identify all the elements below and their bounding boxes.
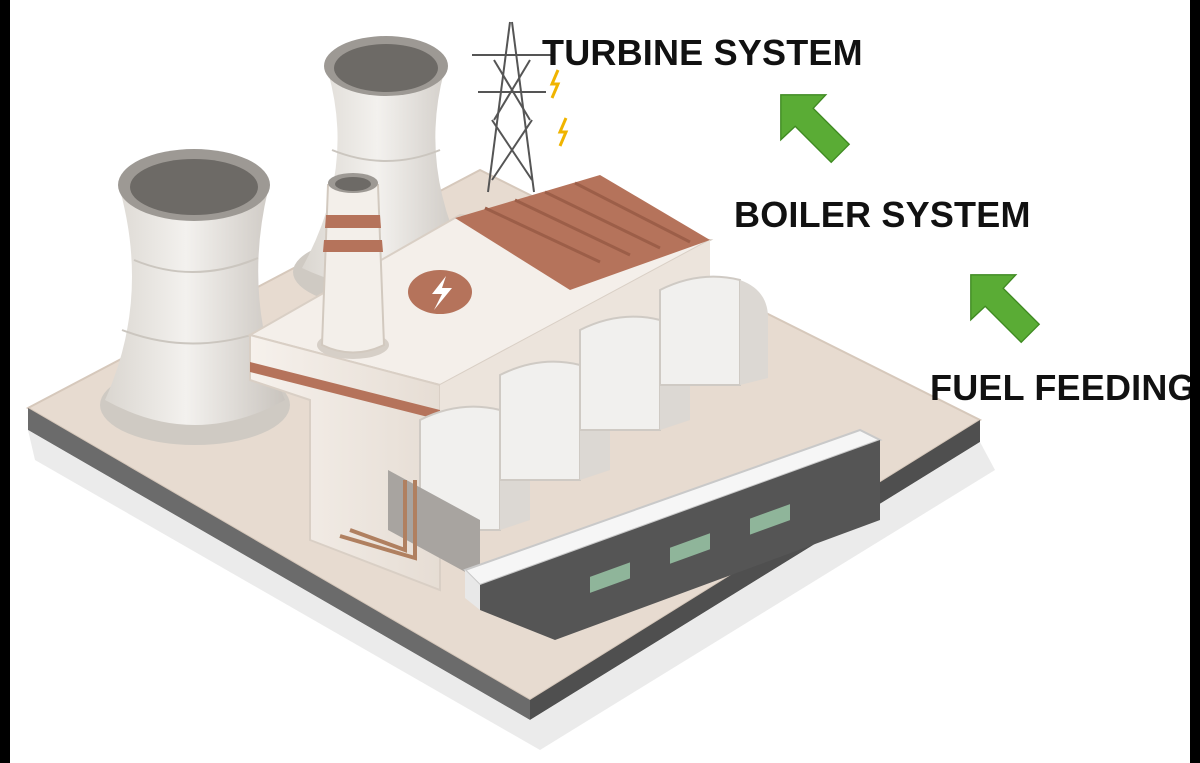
arrow-up-left-icon bbox=[970, 274, 1041, 344]
chimney bbox=[317, 173, 389, 359]
boiler-units bbox=[388, 275, 768, 580]
fuel-feeding-label: FUEL FEEDING bbox=[930, 367, 1190, 408]
pipes bbox=[339, 480, 417, 561]
arrow-up-left-icon bbox=[780, 94, 851, 164]
fuel-shed bbox=[463, 428, 883, 640]
power-plant-illustration bbox=[25, 21, 995, 750]
cooling-tower-left bbox=[100, 149, 290, 445]
diagram-canvas: TURBINE SYSTEM BOILER SYSTEM FUEL FEEDIN… bbox=[10, 0, 1190, 763]
boiler-system-label: BOILER SYSTEM bbox=[734, 194, 1031, 235]
turbine-system-label: TURBINE SYSTEM bbox=[542, 32, 863, 73]
transmission-tower bbox=[472, 21, 569, 193]
